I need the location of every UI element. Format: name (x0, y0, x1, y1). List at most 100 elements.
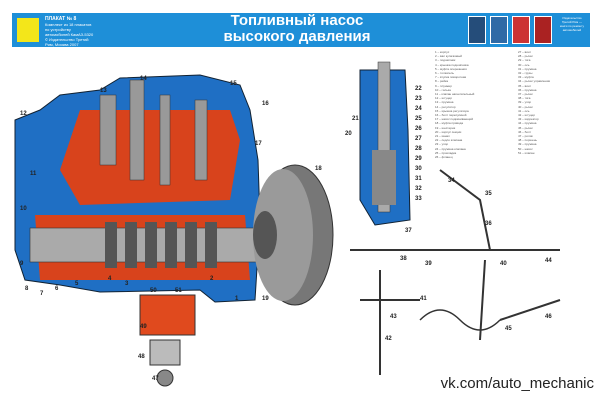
callout-number: 36 (485, 221, 492, 227)
callout-number: 21 (352, 116, 359, 122)
legend-item: 33 – муфта (518, 75, 534, 80)
callout-number: 38 (400, 256, 407, 262)
legend-item: 1 – корпус (435, 50, 450, 54)
title-line-1: Топливный насос (230, 12, 364, 29)
legend-item: 45 – рычаг (518, 125, 533, 130)
callout-number: 15 (230, 81, 237, 87)
callout-number: 22 (415, 86, 422, 92)
poster-label: ПЛАКАТ № 8 (45, 16, 77, 22)
callout-number: 17 (255, 141, 262, 147)
callout-number: 51 (175, 288, 182, 294)
legend-item: 17 – насос подкачивающий (435, 117, 474, 122)
callout-number: 28 (415, 146, 422, 152)
legend-item: 30 – ось (518, 62, 530, 67)
legend-item: 47 – ролик (518, 134, 533, 139)
callout-number: 5 (75, 281, 79, 287)
callout-number: 47 (152, 376, 159, 382)
legend-item: 13 – пружина (435, 100, 454, 105)
callout-number: 45 (505, 326, 512, 332)
legend-item: 20 – корпус секции (435, 129, 462, 134)
callout-number: 12 (20, 111, 27, 117)
legend-item: 37 – рычаг (518, 92, 533, 97)
legend-item: 2 – вал кулачковый (435, 54, 462, 59)
legend-item: 51 – клапан (518, 150, 535, 155)
legend-item: 8 – рейка (435, 79, 449, 84)
callout-number: 23 (415, 96, 422, 102)
callout-number: 8 (25, 286, 29, 292)
pump-housing (14, 74, 261, 303)
legend-item: 42 – штуцер (518, 113, 536, 118)
legend-item: 40 – рычаг (518, 104, 533, 109)
legend-item: 4 – крышка подшипника (435, 62, 469, 67)
legend-item: 19 – шестерня (435, 125, 456, 130)
callout-number: 11 (30, 171, 37, 177)
legend-item: 9 – плунжер (435, 83, 452, 88)
callout-number: 16 (262, 101, 269, 107)
legend-item: 24 – пружина клапана (435, 146, 466, 151)
legend-item: 6 – толкатель (435, 71, 454, 76)
legend-item: 38 – тяга (518, 96, 531, 101)
callout-number: 6 (55, 286, 59, 292)
callout-number: 50 (150, 288, 157, 294)
legend-item: 46 – болт (518, 129, 532, 134)
injection-section (359, 61, 411, 226)
legend-item: 11 – клапан нагнетательный (435, 92, 475, 97)
callout-number: 34 (448, 178, 455, 184)
governor-linkage (350, 169, 561, 375)
callout-number: 46 (545, 314, 552, 320)
callout-number: 4 (108, 276, 112, 282)
legend-item: 50 – насос (518, 146, 533, 151)
legend-item: 16 – болт перепускной (435, 113, 467, 118)
callout-number: 2 (210, 276, 214, 282)
callout-number: 48 (138, 354, 145, 360)
book-cover (512, 16, 530, 44)
callout-number: 31 (415, 176, 422, 182)
callout-number: 43 (390, 314, 397, 320)
callout-number: 41 (420, 296, 427, 302)
callout-number: 27 (415, 136, 422, 142)
callout-number: 3 (125, 281, 129, 287)
legend-item: 41 – ось (518, 108, 530, 113)
callout-labels: 1234567891011121314151617181920212223242… (20, 76, 552, 382)
callout-number: 49 (140, 324, 147, 330)
title-line-2: высокого давления (223, 28, 371, 45)
callout-number: 1 (235, 296, 239, 302)
callout-number: 40 (500, 261, 507, 267)
callout-number: 44 (545, 258, 552, 264)
callout-number: 19 (262, 296, 269, 302)
legend-item: 21 – канал (435, 134, 450, 139)
callout-number: 32 (415, 186, 422, 192)
watermark: vk.com/auto_mechanic (440, 375, 594, 392)
callout-number: 9 (20, 261, 24, 267)
callout-number: 29 (415, 156, 422, 162)
callout-number: 42 (385, 336, 392, 342)
legend-item: 44 – пружина (518, 121, 537, 126)
legend-item: 35 – винт (518, 83, 531, 88)
legend-item: 39 – упор (518, 100, 532, 105)
legend-item: 15 – крышка регулятора (435, 108, 469, 113)
callout-number: 20 (345, 131, 352, 137)
legend-item: 7 – втулка поворотная (435, 75, 467, 80)
legend-item: 31 – пружина (518, 66, 537, 71)
callout-number: 39 (425, 261, 432, 267)
callout-number: 18 (315, 166, 322, 172)
legend-item: 10 – гильза (435, 87, 451, 92)
book-cover (534, 16, 552, 44)
legend-item: 26 – фланец (435, 155, 453, 160)
legend-item: 18 – муфта привода (435, 121, 464, 126)
legend-item: 36 – пружина (518, 87, 537, 92)
legend-item: 29 – тяга (518, 58, 531, 63)
legend-item: 23 – упор (435, 142, 449, 147)
poster-publisher: © Издательство Третий Рим, Москва 2007 (45, 37, 89, 47)
legend-item: 25 – прокладка (435, 150, 457, 155)
booster-pump (139, 294, 196, 387)
book-cover (468, 16, 486, 44)
legend-item: 28 – рычаг (518, 54, 533, 59)
callout-number: 14 (140, 76, 147, 82)
legend-item: 43 – корректор (518, 117, 539, 122)
callout-number: 7 (40, 291, 44, 297)
callout-number: 25 (415, 116, 422, 122)
